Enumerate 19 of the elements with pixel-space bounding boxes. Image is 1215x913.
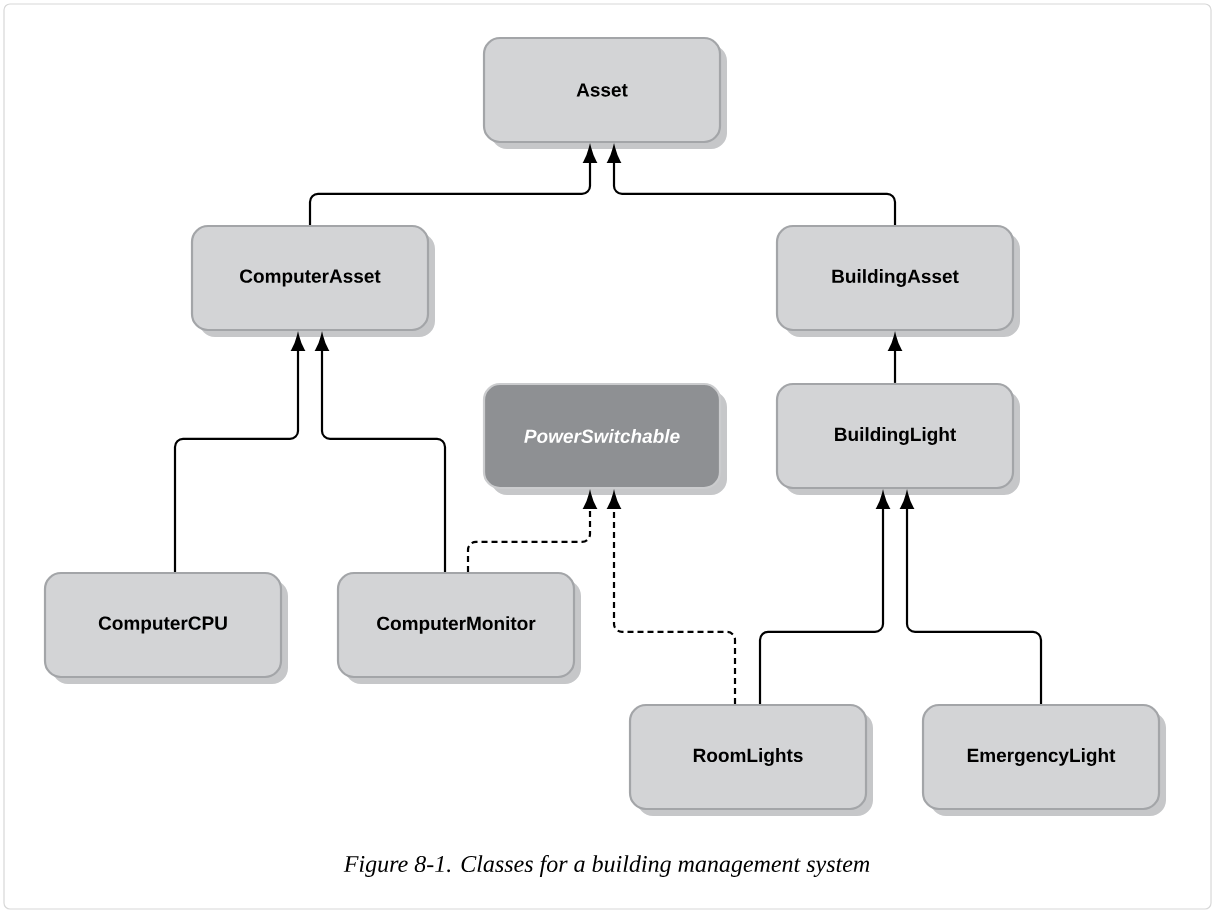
class-box: EmergencyLight	[921, 703, 1166, 816]
arrow	[888, 334, 902, 383]
class-box: ComputerAsset	[190, 224, 435, 337]
arrow	[900, 492, 1043, 704]
class-box: BuildingAsset	[775, 224, 1020, 337]
class-box: RoomLights	[628, 703, 873, 816]
arrow	[607, 146, 897, 225]
class-box: BuildingLight	[775, 382, 1020, 495]
arrow	[315, 334, 447, 572]
interface-box: PowerSwitchable	[482, 382, 727, 495]
arrow	[173, 334, 305, 572]
class-box: ComputerCPU	[43, 571, 288, 684]
arrow	[758, 492, 890, 704]
class-box: Asset	[482, 36, 727, 149]
caption: Figure 8-1. Classes for a building management system	[343, 855, 870, 878]
dashed-arrow	[466, 492, 597, 572]
dashed-arrow	[607, 492, 737, 704]
arrow	[308, 146, 597, 225]
class-box: ComputerMonitor	[336, 571, 581, 684]
